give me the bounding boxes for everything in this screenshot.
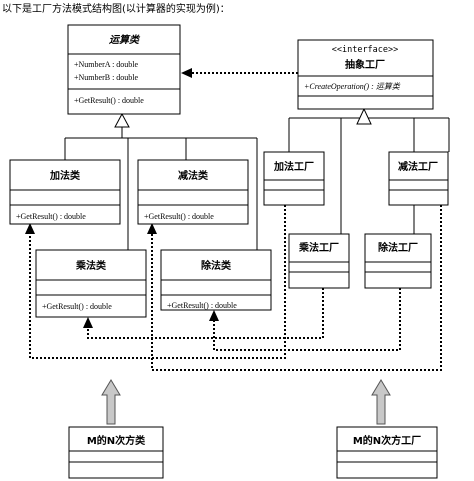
ifactory-stereotype: <<interface>> xyxy=(332,45,399,55)
operation-class: 运算类 +NumberA : double +NumberB : double … xyxy=(67,24,181,115)
div-factory-name: 除法工厂 xyxy=(378,241,418,254)
add-factory-name: 加法工厂 xyxy=(273,160,314,173)
extension-arrow-left xyxy=(101,379,121,425)
ifactory-interface: <<interface>> 抽象工厂 +CreateOperation() : … xyxy=(297,39,434,110)
power-class-name: M的N次方类 xyxy=(87,434,145,447)
sub-factory-name: 减法工厂 xyxy=(398,160,438,173)
add-factory-class: 加法工厂 xyxy=(263,151,325,206)
operation-inheritance-triangle xyxy=(114,112,130,128)
add-class: 加法类 +GetResult() : double xyxy=(9,159,121,225)
product-inheritance-lines xyxy=(64,112,258,250)
add-class-name: 加法类 xyxy=(49,169,80,182)
operation-method-get-result: +GetResult() : double xyxy=(74,96,144,105)
add-class-method: +GetResult() : double xyxy=(16,212,86,221)
sub-class-method: +GetResult() : double xyxy=(144,212,214,221)
ifactory-inheritance-triangle xyxy=(356,107,372,125)
mul-class-name: 乘法类 xyxy=(75,259,106,272)
sub-class: 减法类 +GetResult() : double xyxy=(137,159,249,225)
operation-attr-number-b: +NumberB : double xyxy=(74,73,139,82)
div-class-name: 除法类 xyxy=(201,259,231,272)
ifactory-name: 抽象工厂 xyxy=(345,58,385,71)
sub-class-name: 减法类 xyxy=(178,169,208,182)
mul-factory-name: 乘法工厂 xyxy=(298,241,339,254)
sub-factory-class: 减法工厂 xyxy=(388,151,449,206)
ifactory-method-create-operation: +CreateOperation() : 运算类 xyxy=(304,82,401,91)
operation-attr-number-a: +NumberA : double xyxy=(74,60,139,69)
mul-factory-class: 乘法工厂 xyxy=(288,233,350,289)
div-factory-class: 除法工厂 xyxy=(364,233,432,289)
div-class: 除法类 +GetResult() : double xyxy=(160,249,272,311)
dependency-lines xyxy=(25,68,442,371)
extension-arrow-right xyxy=(371,379,391,425)
diagram-caption: 以下是工厂方法模式结构图(以计算器的实现为例)： xyxy=(2,4,230,15)
div-class-method: +GetResult() : double xyxy=(167,301,237,310)
power-class: M的N次方类 xyxy=(68,426,164,479)
power-factory-class: M的N次方工厂 xyxy=(336,426,438,479)
mul-class-method: +GetResult() : double xyxy=(42,302,112,311)
operation-class-name: 运算类 xyxy=(109,34,141,46)
power-factory-name: M的N次方工厂 xyxy=(353,434,421,447)
mul-class: 乘法类 +GetResult() : double xyxy=(35,249,147,318)
